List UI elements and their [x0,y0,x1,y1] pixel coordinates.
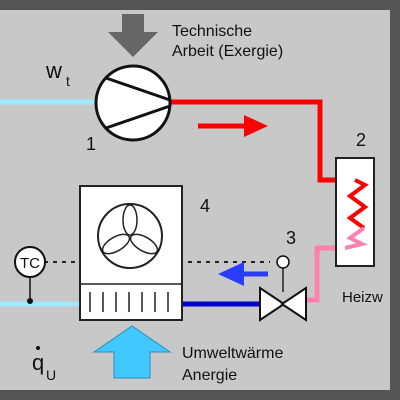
technische-label-1: Technische [172,23,252,40]
tc-label: TC [20,255,40,272]
compressor [94,64,172,142]
q-dot [36,346,40,350]
valve-right [280,286,307,322]
condenser-coil-warm [344,226,368,250]
warm-line [304,245,345,303]
tc-sensor [27,298,33,304]
condenser-box [335,157,375,267]
umwelt-label-2: Anergie [182,367,237,384]
flow-arrow-blue-head [218,262,244,286]
valve-left [259,286,286,322]
compressor-line-top [105,76,171,102]
work-input-arrow [108,14,158,57]
label-1: 1 [86,134,96,154]
wt-subscript: t [66,73,70,89]
wt-label: w [45,58,62,83]
fan-blades [101,204,159,255]
label-3: 3 [286,228,296,248]
valve-sensor-bulb [276,255,290,269]
q-subscript: U [46,367,56,383]
evaporator-fins [89,292,169,312]
technische-label-2: Arbeit (Exergie) [172,43,283,60]
heizw-label: Heizw [342,289,383,306]
q-label: q [32,350,44,375]
compressor-line-bottom [105,104,171,130]
label-2: 2 [356,130,366,150]
umwelt-label-1: Umweltwärme [182,345,283,362]
condenser-coil-hot [346,178,369,230]
frame-top [0,0,400,10]
ambient-heat-arrow [92,325,172,379]
frame-right [390,0,400,400]
frame-bottom [0,390,400,400]
flow-arrow-red-head [244,115,268,137]
label-4: 4 [200,196,210,216]
